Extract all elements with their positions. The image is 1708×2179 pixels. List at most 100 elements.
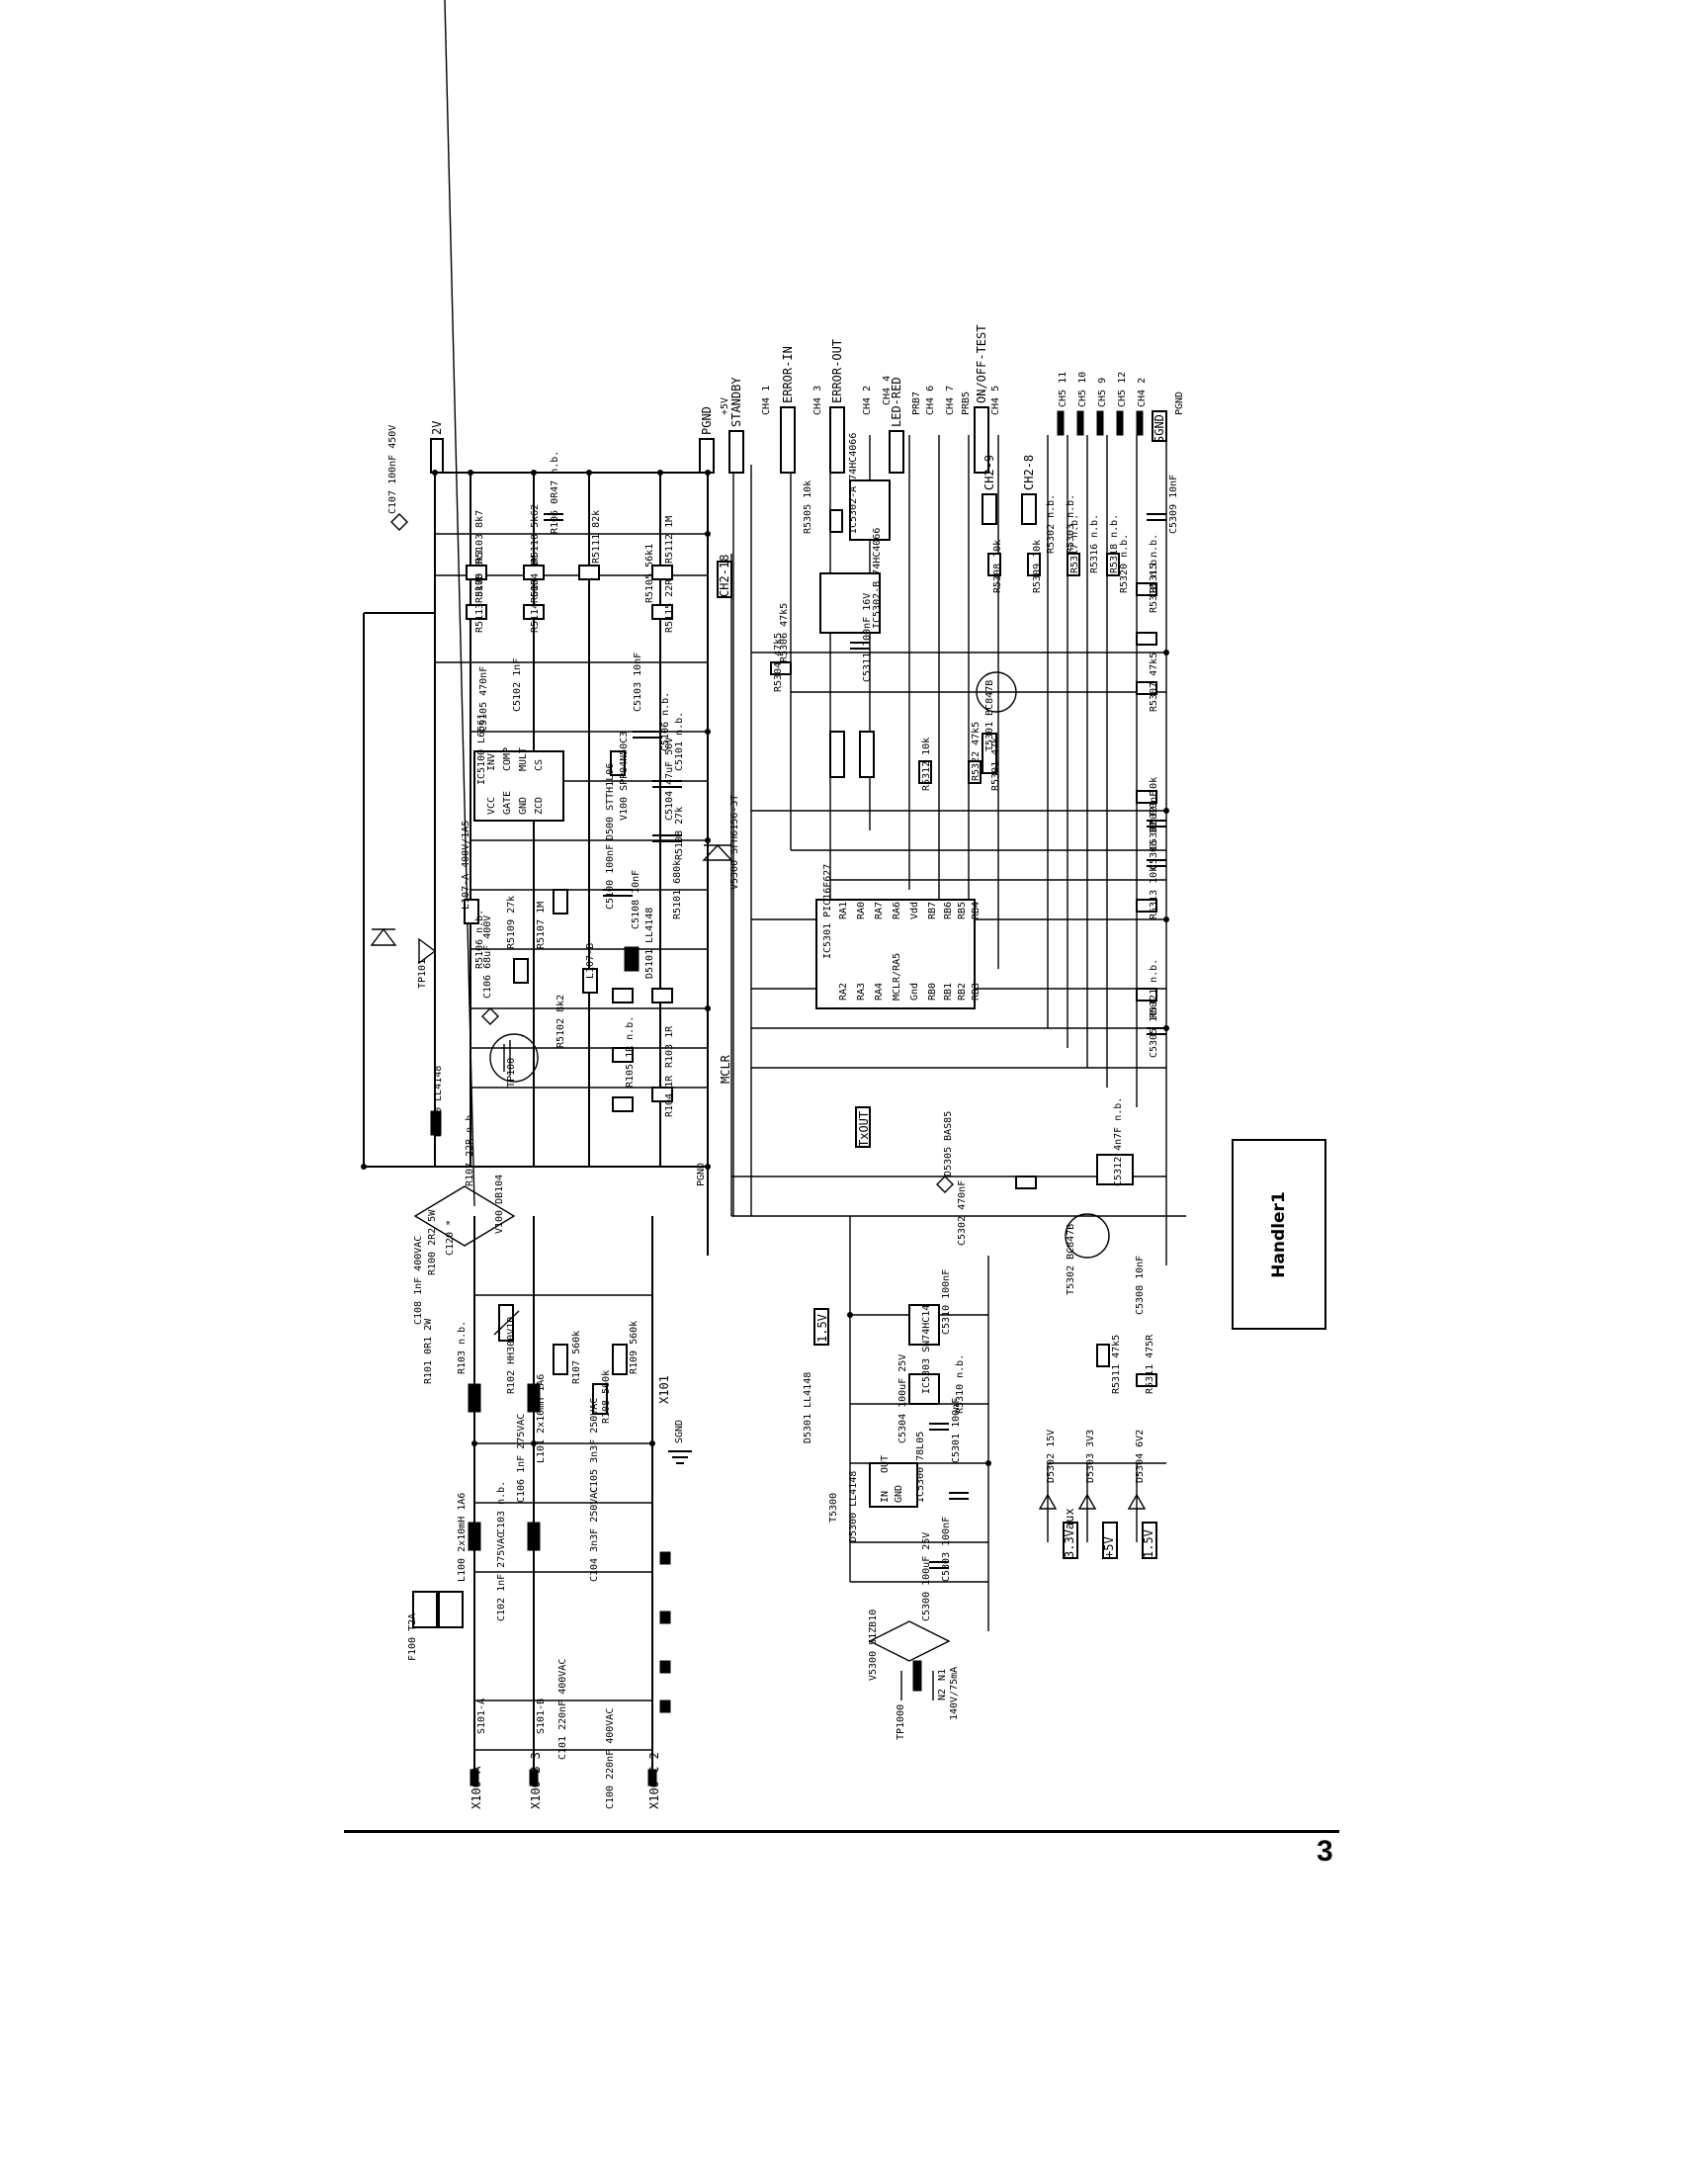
- component-label: R107 560k: [571, 1331, 582, 1384]
- pin-label: RA0: [856, 902, 867, 919]
- pin-label: RB6: [943, 902, 954, 919]
- port-label: +5V: [720, 397, 730, 415]
- port-label: CH4 2: [862, 386, 873, 415]
- pin-label: RB5: [957, 902, 968, 919]
- input-filter: [412, 0, 692, 1787]
- component-label: D5304 6V2: [1135, 1430, 1146, 1483]
- label-x100-c: X100-C 2: [647, 1752, 661, 1809]
- component-label: IC5302-B 74HC4066: [872, 528, 883, 629]
- component-label: S101-B: [536, 1699, 547, 1734]
- component-label: R103 n.b.: [457, 1321, 468, 1374]
- component-label: R5306 47k5: [779, 603, 790, 662]
- component-label: C106 1nF 275VAC: [516, 1414, 527, 1503]
- pin-label: RA2: [838, 983, 849, 1001]
- component-label: D5301 LL4148: [803, 1372, 813, 1443]
- pin-label: ZCD: [534, 797, 545, 815]
- component-label: 140V/75mA: [949, 1667, 960, 1720]
- component-label: V100 SPP04N50C3: [619, 732, 630, 821]
- component-label: L101 2x10mH 1A6: [536, 1374, 547, 1463]
- component-label: TP101: [417, 959, 428, 989]
- component-label: R5301 47k: [990, 738, 1001, 791]
- label-error-out: ERROR-OUT: [830, 339, 844, 403]
- pin-label: RB7: [927, 902, 938, 919]
- left-connector-labels: X100-A X100-B 3 X100-C 2 X101: [470, 1375, 671, 1809]
- pin-label: RA4: [874, 983, 885, 1001]
- component-label: R5112 1M: [664, 516, 675, 564]
- component-label: R5308 10k: [992, 540, 1003, 593]
- component-label: V5300 SFH6156-3T: [729, 795, 740, 890]
- component-label: SGND: [674, 1420, 685, 1443]
- pin-label: RB3: [971, 983, 982, 1001]
- component-label: R5102 8k2: [555, 995, 566, 1048]
- component-label: R109 560k: [629, 1321, 640, 1374]
- component-label: C5105 470nF: [478, 666, 489, 732]
- controller: [702, 435, 1167, 1387]
- component-label: C5304 100uF 25V: [897, 1354, 908, 1443]
- component-label: C5103 10nF: [633, 653, 643, 712]
- component-label: TP1000: [896, 1704, 906, 1740]
- pin-label: GATE: [502, 791, 513, 815]
- title-block: Handler1: [1232, 1139, 1326, 1330]
- component-label: R5318 n.b.: [1109, 514, 1120, 573]
- pin-label: VCC: [486, 797, 497, 815]
- top-port-labels: +5V CH4 1 CH4 3 CH4 2 CH4 4 PRB7 CH4 6 C…: [720, 372, 1185, 415]
- component-label: R103 1R: [664, 1025, 675, 1068]
- connector-onoff-test: [974, 406, 989, 474]
- component-label: R5111 82k: [591, 510, 602, 564]
- component-label: V5300 S1ZB10: [868, 1610, 879, 1681]
- pfc-labels: IC5100 L6561 VCC GATE GND ZCD INV COMP M…: [387, 425, 685, 1186]
- port-label: PRB7: [911, 392, 922, 415]
- port-label: CH5 9: [1097, 378, 1108, 407]
- component-label: C5311 100nF 16V: [862, 593, 873, 682]
- component-label: R5322 47k5: [971, 722, 982, 781]
- pin-label: N2: [937, 1689, 948, 1700]
- component-label: R104 1R: [664, 1075, 675, 1117]
- page-number: 3: [1317, 1835, 1333, 1868]
- pin-label: MULT: [518, 747, 529, 771]
- title-block-text: Handler1: [1269, 1190, 1289, 1278]
- component-label: R5305 10k: [803, 480, 813, 534]
- pin-label: RB0: [927, 983, 938, 1001]
- label-x100-a: X100-A: [470, 1766, 483, 1809]
- connector-ch2-9: [982, 493, 997, 525]
- label-x100-b: X100-B 3: [529, 1752, 543, 1809]
- component-label: R5114 68R: [530, 578, 541, 633]
- component-label: R5321 n.b.: [1149, 959, 1159, 1018]
- component-label: R5310 n.b.: [1149, 554, 1159, 613]
- component-label: IC5100 L6561: [476, 714, 487, 785]
- component-label: R105 1R n.b.: [625, 1016, 636, 1088]
- component-label: R5315 n.b.: [1149, 534, 1159, 593]
- component-label: C5302 470nF: [957, 1180, 968, 1246]
- pin-label: RA7: [874, 902, 885, 919]
- component-label: C5307 10nF: [1149, 791, 1159, 850]
- pin-label: RA6: [892, 902, 902, 919]
- component-label: R5105 56k1: [644, 544, 655, 603]
- connector-pgnd: [699, 438, 715, 474]
- component-label: C5301 100nF: [951, 1398, 962, 1463]
- label-x101: X101: [657, 1375, 671, 1404]
- input-filter-labels: S101-A S101-B F100 T2A C100 220nF 400VAC…: [407, 1175, 640, 1809]
- component-label: C5102 1nF: [512, 658, 523, 712]
- component-label: C5308 10nF: [1135, 1256, 1146, 1315]
- top-connector-labels: 2V PGND STANDBY ERROR-IN ERROR-OUT LED-R…: [430, 325, 1166, 597]
- port-label: CH5 11: [1058, 372, 1068, 407]
- component-label: D5101 LL4148: [644, 908, 655, 979]
- port-label: CH4 6: [925, 386, 936, 415]
- label-ch2-9: CH2-9: [982, 455, 996, 490]
- connector-2v: [430, 438, 444, 474]
- component-label: R5110 5k62: [530, 504, 541, 564]
- component-label: C5309 10nF: [1168, 475, 1179, 534]
- pin-label: COMP: [502, 747, 513, 771]
- connector-ch2-18: [717, 561, 732, 598]
- component-label: IC5303 SN74HC14: [921, 1305, 932, 1394]
- component-label: R5312 10k: [921, 738, 932, 791]
- connector-error-in: [780, 406, 796, 474]
- component-label: R5106 n.b.: [474, 910, 485, 969]
- component-label: R5104 1M: [530, 556, 541, 603]
- port-label: CH4 5: [990, 386, 1001, 415]
- footer-rule: [344, 1830, 1339, 1833]
- component-label: R101 0R1 2W: [423, 1318, 434, 1384]
- component-label: C106 68uF 400V: [482, 915, 493, 999]
